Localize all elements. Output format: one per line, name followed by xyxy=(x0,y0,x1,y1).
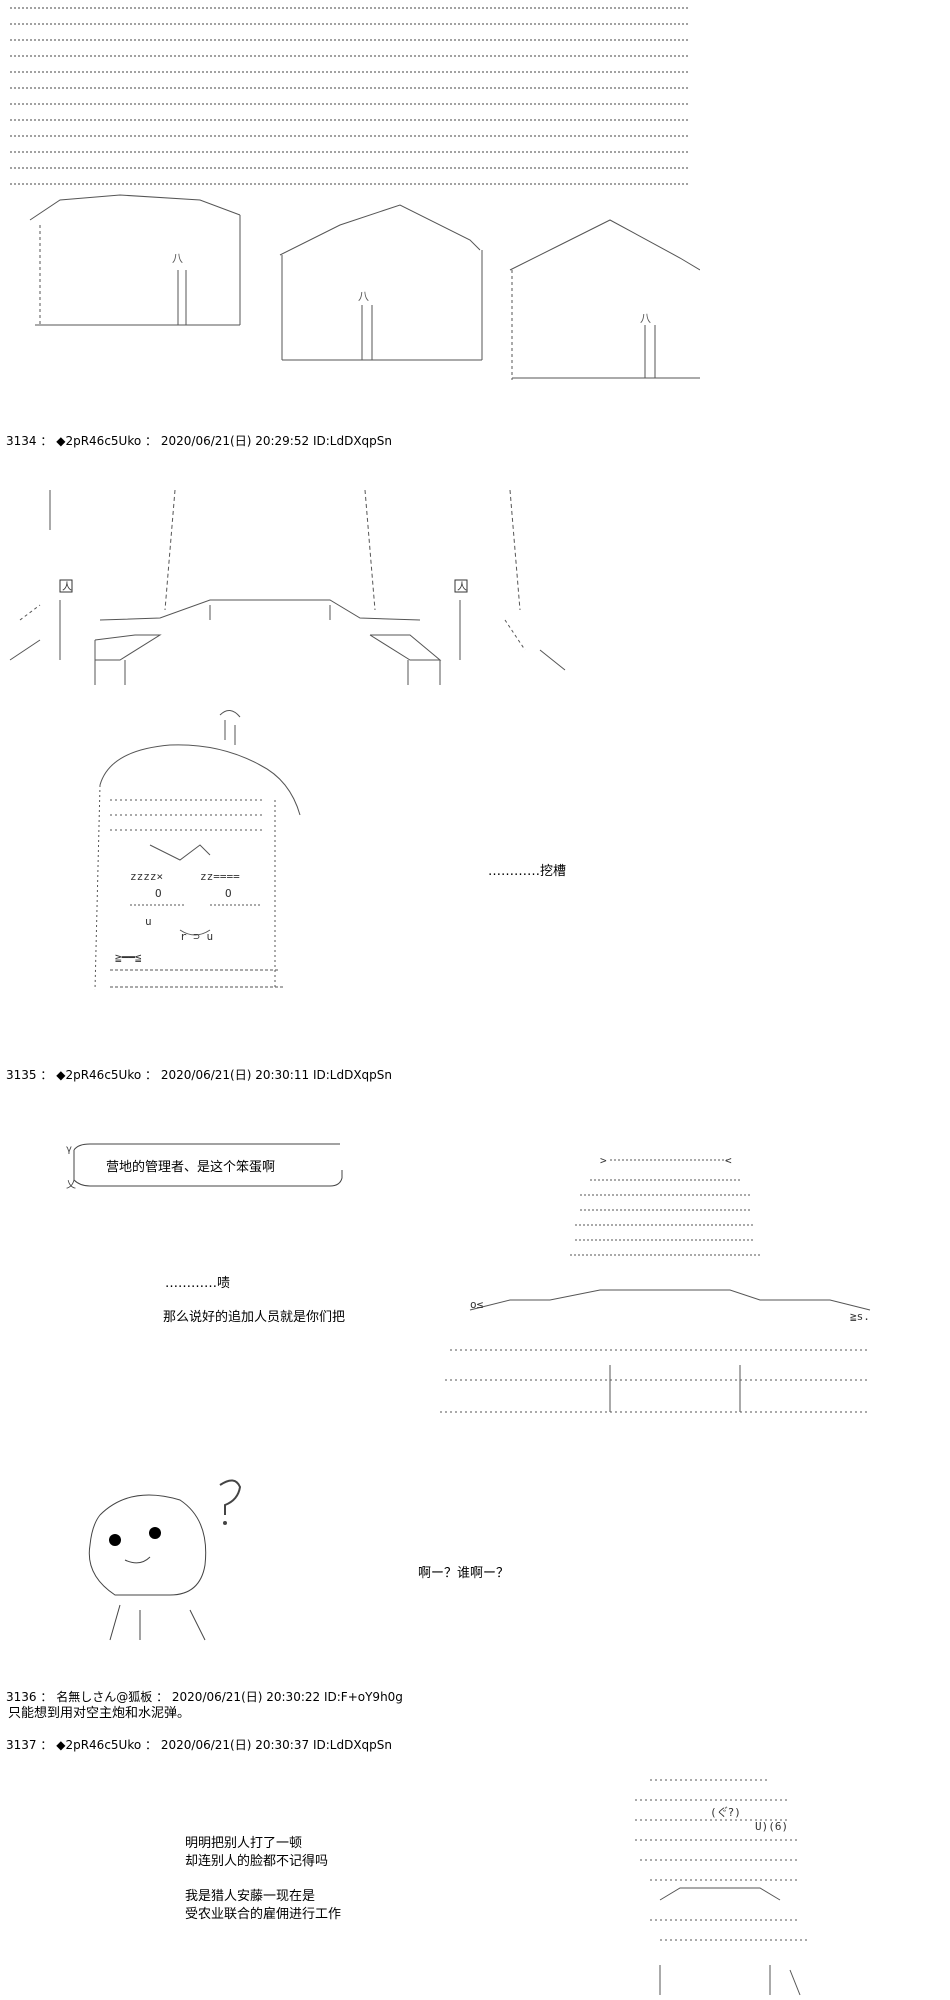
post-line: 啊ー？谁啊ー？ xyxy=(418,1566,510,1581)
post-separator: ： xyxy=(40,1068,53,1082)
post-date: 2020/06/21(日) 20:30:37 xyxy=(160,1738,310,1752)
post-separator: ： xyxy=(145,1738,158,1752)
svg-text:O: O xyxy=(155,887,162,900)
post-line: 受农业联合的雇佣进行工作 xyxy=(185,1907,342,1922)
post-id: ID:LdDXqpSn xyxy=(312,1068,392,1082)
question-face-ascii-art xyxy=(88,1479,242,1641)
bubble-outline: γ 乂 xyxy=(66,1143,343,1190)
post-separator: ： xyxy=(145,434,158,448)
svg-text:r ⊃ u: r ⊃ u xyxy=(180,930,213,943)
trip-mark: ◆ xyxy=(56,1068,66,1082)
svg-text:U)(6): U)(6) xyxy=(755,1820,788,1833)
svg-text:≧s.: ≧s. xyxy=(850,1310,870,1323)
svg-text:人: 人 xyxy=(457,581,467,593)
trip-mark: ◆ xyxy=(56,1738,66,1752)
post-trip: 2pR46c5Uko xyxy=(65,434,142,448)
post-body: 只能想到用对空主炮和水泥弹。 xyxy=(8,1706,191,1721)
town-ascii-art: 八 八 八 xyxy=(0,0,721,380)
post-separator: ： xyxy=(156,1690,169,1704)
post-separator: ： xyxy=(40,1738,53,1752)
stall-ascii-art: 人 人 xyxy=(9,489,566,685)
hunter-ascii-art: > < o≤ ≧s. xyxy=(440,1154,871,1413)
post-trip: 2pR46c5Uko xyxy=(65,1738,142,1752)
trip-mark: ◆ xyxy=(56,434,66,448)
svg-text:u: u xyxy=(145,915,152,928)
hunter-bottom-ascii-art: (ぐ゙?) U)(6) xyxy=(635,1779,810,1996)
post-separator: ： xyxy=(40,1690,53,1704)
svg-text:≧━━≦: ≧━━≦ xyxy=(115,951,142,964)
post-number: 3135 xyxy=(6,1068,37,1082)
post-separator: ： xyxy=(145,1068,158,1082)
bubble-text: 营地的管理者、是这个笨蛋啊 xyxy=(106,1160,276,1175)
post-line: 那么说好的追加人员就是你们把 xyxy=(163,1310,346,1325)
post-id: ID:LdDXqpSn xyxy=(312,434,392,448)
post-line: 却连别人的脸都不记得吗 xyxy=(185,1854,329,1869)
speech-bubble: γ 乂 营地的管理者、是这个笨蛋啊 xyxy=(60,1140,350,1190)
svg-text:γ: γ xyxy=(66,1144,72,1155)
svg-text:<: < xyxy=(725,1154,732,1167)
post-number: 3134 xyxy=(6,434,37,448)
post-date: 2020/06/21(日) 20:30:11 xyxy=(160,1068,310,1082)
post-id: ID:LdDXqpSn xyxy=(312,1738,392,1752)
post-separator: ： xyxy=(40,434,53,448)
post-line: …………啧 xyxy=(165,1276,231,1291)
svg-text:zz====: zz==== xyxy=(200,870,240,883)
svg-text:人: 人 xyxy=(62,581,72,593)
svg-text:o≤: o≤ xyxy=(470,1298,484,1311)
svg-text:zzzz×: zzzz× xyxy=(130,870,163,883)
svg-text:(ぐ゙?): (ぐ゙?) xyxy=(710,1805,741,1819)
town-lines: 八 八 八 xyxy=(10,7,721,380)
post-header: 3137 ： ◆2pR46c5Uko ： 2020/06/21(日) 20:30… xyxy=(6,1737,392,1753)
post-number: 3136 xyxy=(6,1690,37,1704)
post-trip: 2pR46c5Uko xyxy=(65,1068,142,1082)
svg-text:八: 八 xyxy=(358,290,369,303)
girl-ascii-art: zzzz× zz==== O O u r ⊃ u ≧━━≦ xyxy=(94,710,301,991)
post-name: 名無しさん@狐板 xyxy=(56,1690,153,1704)
svg-text:八: 八 xyxy=(640,312,651,325)
svg-text:八: 八 xyxy=(172,252,183,265)
post-id: ID:F+oY9h0g xyxy=(323,1690,403,1704)
svg-text:O: O xyxy=(225,887,232,900)
svg-text:>: > xyxy=(600,1154,607,1167)
post-line: …………挖槽 xyxy=(488,864,567,879)
svg-text:乂: 乂 xyxy=(66,1180,76,1190)
post-date: 2020/06/21(日) 20:29:52 xyxy=(160,434,310,448)
post-header: 3136 ： 名無しさん@狐板 ： 2020/06/21(日) 20:30:22… xyxy=(6,1689,403,1705)
post-header: 3134 ： ◆2pR46c5Uko ： 2020/06/21(日) 20:29… xyxy=(6,433,392,449)
post-header: 3135 ： ◆2pR46c5Uko ： 2020/06/21(日) 20:30… xyxy=(6,1067,392,1083)
post-line: 明明把别人打了一顿 xyxy=(185,1836,303,1851)
post-number: 3137 xyxy=(6,1738,37,1752)
post-date: 2020/06/21(日) 20:30:22 xyxy=(171,1690,321,1704)
post-line: 我是猎人安藤一现在是 xyxy=(185,1889,316,1904)
